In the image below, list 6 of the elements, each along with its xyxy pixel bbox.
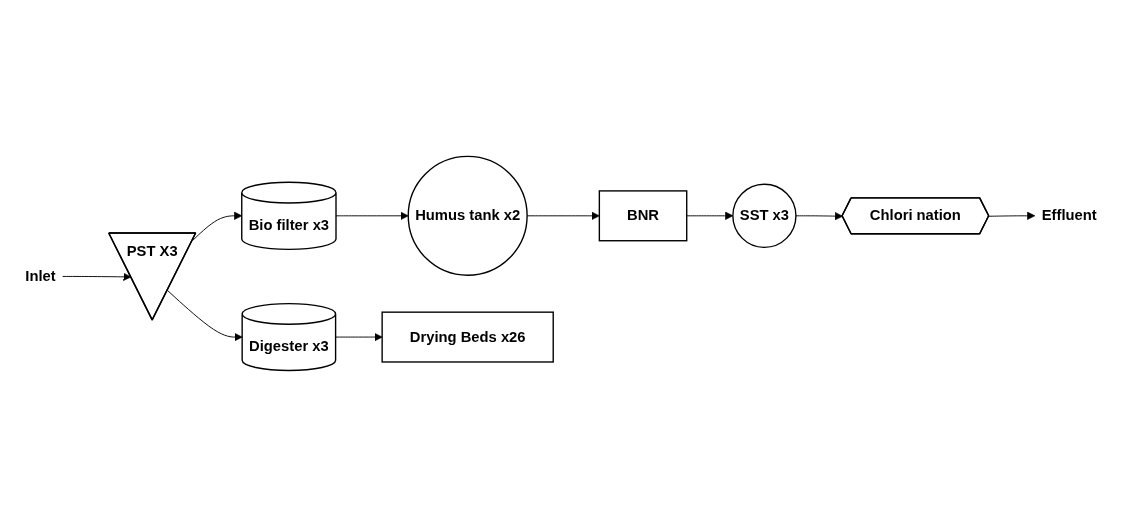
node-text: Inlet [25,267,56,284]
node-circle: SST x3 [732,183,797,248]
node-text: Effluent [1041,207,1097,223]
node-circle: Humus tank x2 [407,155,528,276]
node-box: BNR [598,189,688,241]
node-box: Drying Beds x26 [381,311,554,363]
